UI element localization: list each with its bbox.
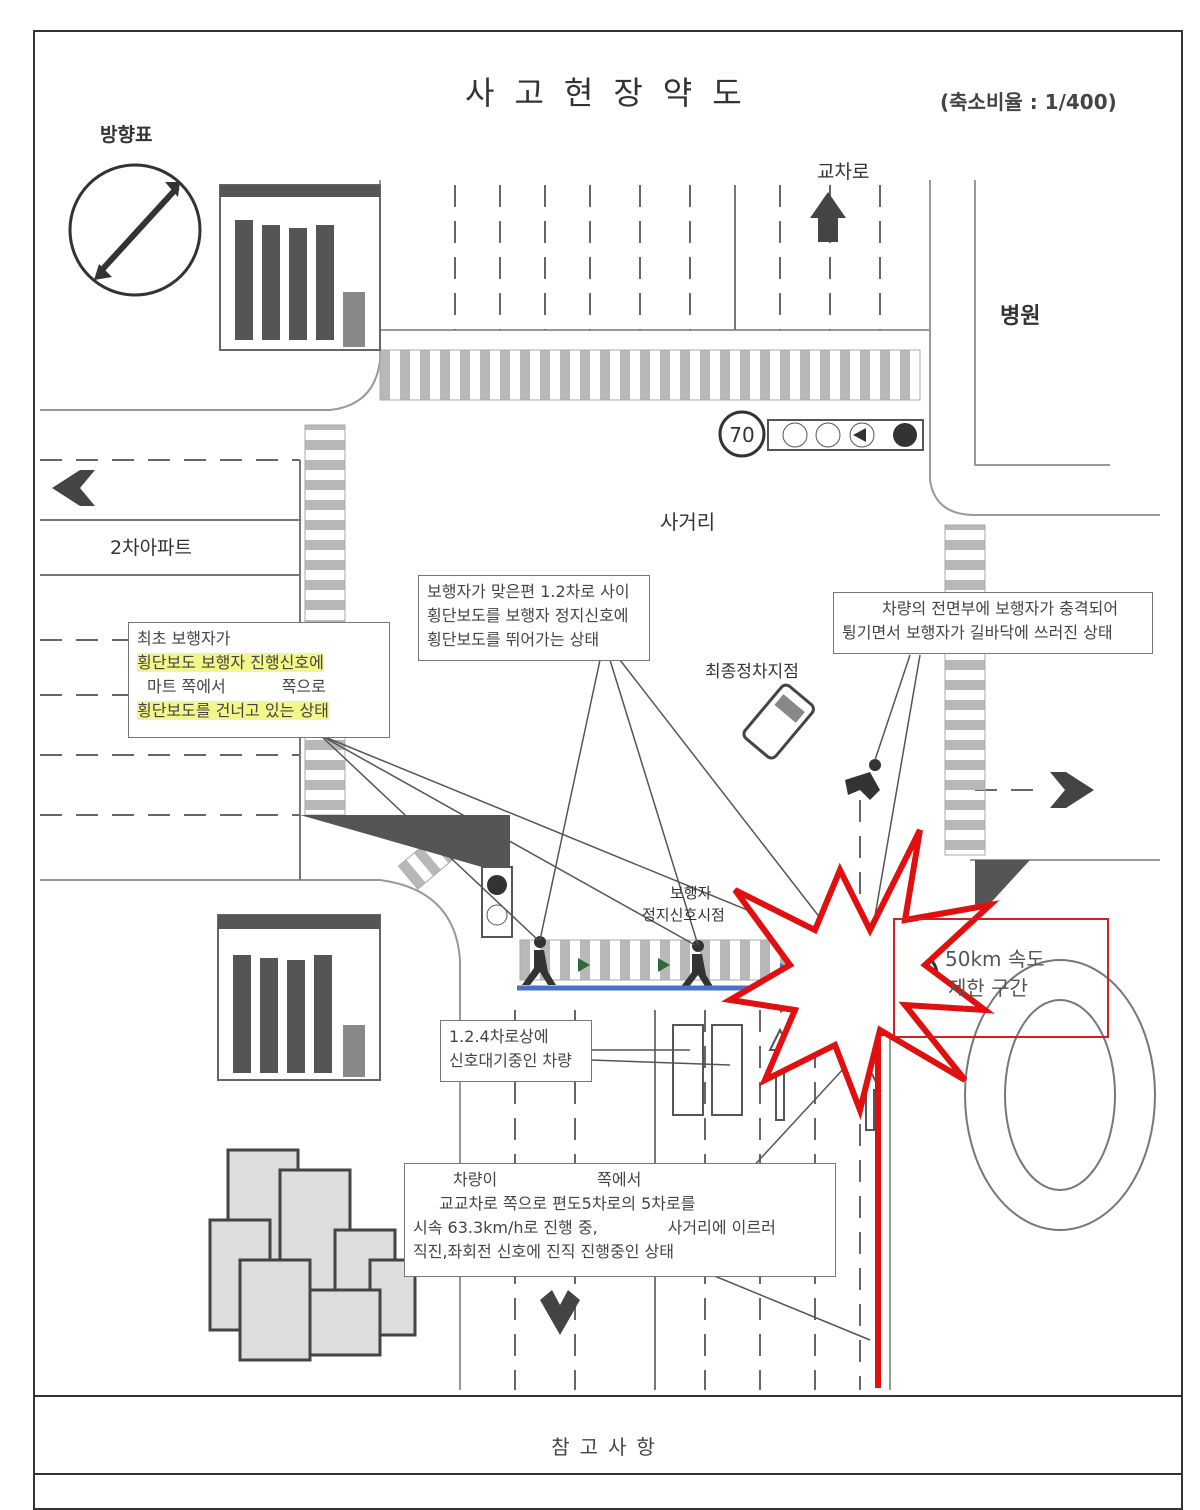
callout-running-line-1: 보행자가 맞은편 1.2차로 사이 — [427, 582, 630, 601]
callout-waiting-cars: 1.2.4차로상에 신호대기중인 차량 — [440, 1020, 592, 1082]
callout-vehicle-line-4: 직진,좌회전 신호에 진직 진행중인 상태 — [413, 1242, 674, 1261]
callout-waiting-line-1: 1.2.4차로상에 — [449, 1027, 549, 1046]
building-north-west — [219, 184, 381, 351]
speed-zone-line-1: 50km 속도 — [945, 947, 1045, 971]
pedestrian-stop-point-line-2: 정지신호시점 — [642, 906, 725, 924]
callout-first-line-4: 횡단보도를 건너고 있는 상태 — [137, 701, 329, 720]
pedestrian-running-icon — [680, 940, 714, 988]
compass-label: 방향표 — [100, 124, 153, 146]
roundabout — [964, 959, 1156, 1231]
callout-first-line-3b: 쪽으로 — [281, 677, 326, 696]
speed-limit-70-text: 70 — [729, 423, 754, 447]
collision-star-icon — [721, 828, 1000, 1120]
arrow-up-icon — [810, 192, 846, 242]
cross-road-label: 교차로 — [817, 161, 870, 183]
callout-pedestrian-running: 보행자가 맞은편 1.2차로 사이 횡단보도를 보행자 정지신호에 횡단보도를 … — [418, 575, 650, 661]
speed-limit-70-sign: 70 — [718, 410, 766, 458]
scale-label: (축소비율 : 1/400) — [940, 90, 1117, 114]
callout-running-line-2: 횡단보도를 보행자 정지신호에 — [427, 606, 629, 625]
crosswalk-north — [379, 349, 921, 401]
callout-impact-line-1: 차량의 전면부에 보행자가 충격되어 — [882, 599, 1119, 618]
callout-first-line-1: 최초 보행자가 — [137, 629, 231, 648]
waiting-cars — [672, 1024, 743, 1116]
hospital-label: 병원 — [1000, 304, 1041, 329]
callout-impact-line-2: 튕기면서 보행자가 길바닥에 쓰러진 상태 — [842, 623, 1113, 642]
callout-vehicle-line-3b: 사거리에 이르러 — [667, 1218, 776, 1237]
car-final-position-icon — [742, 683, 815, 760]
apartment-label: 2차아파트 — [110, 537, 193, 559]
speed-zone-box — [893, 918, 1109, 1038]
arrow-down-icon — [540, 1290, 580, 1335]
island-south-west — [300, 815, 510, 875]
intersection-label: 사거리 — [660, 510, 716, 534]
speed-zone-line-2: 제한 구간 — [948, 976, 1028, 1000]
final-stop-label: 최종정차지점 — [705, 662, 799, 682]
notes-title: 참고사항 — [551, 1435, 665, 1459]
traffic-light-north — [767, 419, 924, 451]
callout-vehicle-line-1a: 차량이 — [453, 1170, 498, 1189]
callout-vehicle-line-2: 교교차로 쪽으로 편도5차로의 5차로를 — [439, 1194, 696, 1213]
arrow-right-icon — [1050, 772, 1094, 808]
callout-waiting-line-2: 신호대기중인 차량 — [449, 1051, 572, 1070]
callout-impact: 차량의 전면부에 보행자가 충격되어 튕기면서 보행자가 길바닥에 쓰러진 상태 — [833, 592, 1153, 654]
pedestrian-thrown-icon — [845, 759, 881, 800]
callout-vehicle-line-3a: 시속 63.3km/h로 진행 중, — [413, 1218, 598, 1237]
arrow-left-icon — [52, 470, 95, 506]
notes-section: 참고사항 — [33, 1395, 1183, 1475]
pedestrian-stop-point-line-1: 보행자 — [670, 884, 712, 902]
compass-icon — [68, 163, 202, 297]
pedestrian-stop-point-label: 보행자 — [670, 882, 711, 903]
crosswalk-east — [944, 524, 986, 856]
building-south-west — [217, 914, 381, 1081]
crosswalk-west — [304, 424, 346, 816]
pedestrian-signal — [481, 866, 513, 938]
callout-first-pedestrian: 최초 보행자가 횡단보도 보행자 진행신호에 마트 쪽에서 쪽으로 횡단보도를 건… — [128, 622, 390, 738]
page-title: 사고현장약도 — [465, 74, 762, 112]
callout-vehicle-line-1b: 쪽에서 — [597, 1170, 642, 1189]
callout-running-line-3: 횡단보도를 뛰어가는 상태 — [427, 630, 600, 649]
apartment-complex — [208, 1148, 417, 1362]
callout-first-line-3a: 마트 쪽에서 — [147, 677, 226, 696]
callout-first-line-2: 횡단보도 보행자 진행신호에 — [137, 653, 324, 672]
callout-vehicle: 차량이 쪽에서 교교차로 쪽으로 편도5차로의 5차로를 시속 63.3km/h로… — [404, 1163, 836, 1277]
